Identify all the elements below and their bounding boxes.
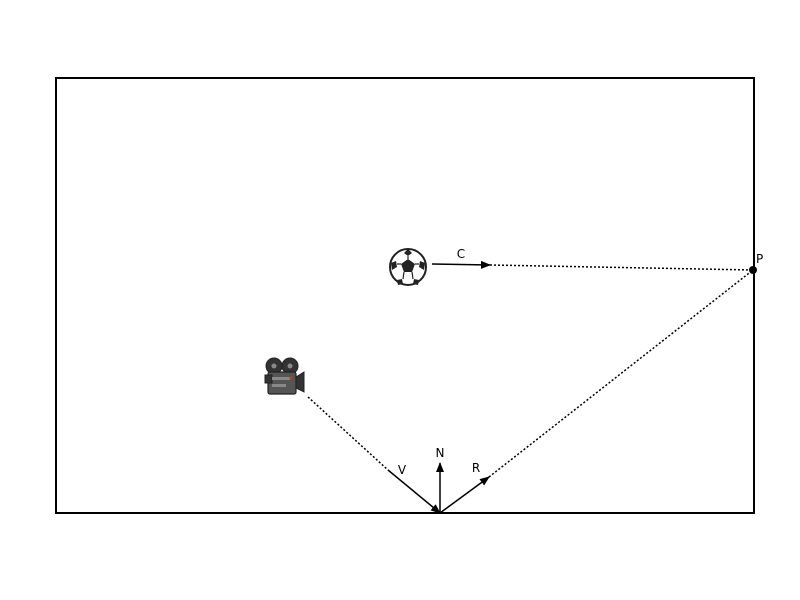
soccer-ball-icon (389, 248, 427, 286)
vector-v-label: V (398, 463, 407, 477)
movie-camera-icon (264, 357, 305, 395)
ray-c-label: C (457, 247, 465, 261)
view-ray-dotted-line (307, 396, 389, 471)
ray-c-arrow (431, 260, 491, 269)
vector-r-label: R (472, 461, 480, 475)
reflected-ray-dotted-line (488, 269, 754, 478)
vector-v-arrow (387, 469, 441, 514)
point-p-label: P (756, 252, 763, 266)
scene-frame (55, 77, 755, 514)
vector-n-label: N (436, 446, 445, 460)
ray-c-dotted-line (489, 264, 754, 271)
vector-r-arrow (439, 476, 490, 514)
